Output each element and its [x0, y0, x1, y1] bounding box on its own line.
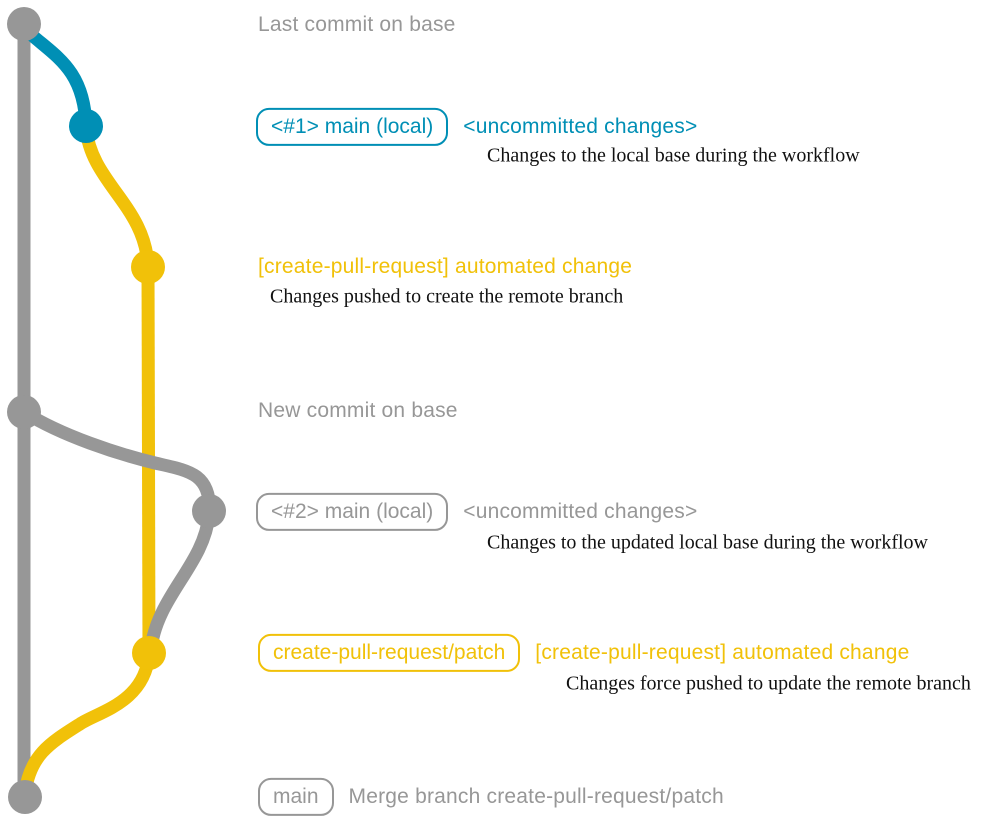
edge-local1-to-patch — [79, 121, 155, 274]
commit-message: Last commit on base — [258, 13, 456, 36]
commit-dot-patch1 — [131, 250, 165, 284]
commit-message: <uncommitted changes> — [463, 115, 698, 138]
edge-local2-to-patch — [144, 508, 216, 655]
commit-dot-local2 — [192, 494, 226, 528]
branch-badge-main-local-2: <#2> main (local) — [256, 492, 449, 532]
commit-dot-patch2 — [132, 636, 166, 670]
commit-dot-last-base — [7, 7, 41, 41]
commit-dot-local1 — [69, 109, 103, 143]
branch-badge-main-local-1: <#1> main (local) — [256, 107, 449, 147]
branch-badge-create-pull-request-patch: create-pull-request/patch — [258, 633, 521, 673]
annotation-patch1: Changes pushed to create the remote bran… — [270, 285, 624, 308]
branch-badge-main: main — [258, 777, 334, 817]
annotation-local1: Changes to the local base during the wor… — [487, 144, 860, 167]
commit-row-new-base: New commit on base — [258, 399, 458, 423]
commit-message: [create-pull-request] automated change — [535, 641, 910, 664]
commit-row-patch2: create-pull-request/patch [create-pull-r… — [258, 633, 910, 673]
commit-row-local1: <#1> main (local) <uncommitted changes> — [256, 107, 698, 147]
edge-base-to-local1 — [17, 21, 93, 133]
commit-dot-merge — [8, 780, 42, 814]
annotation-local2: Changes to the updated local base during… — [487, 531, 928, 554]
commit-row-local2: <#2> main (local) <uncommitted changes> — [256, 492, 698, 532]
commit-row-last-base: Last commit on base — [258, 13, 456, 37]
commit-message: <uncommitted changes> — [463, 500, 698, 523]
annotation-patch2: Changes force pushed to update the remot… — [566, 672, 971, 695]
commit-dot-new-base — [7, 395, 41, 429]
commit-message: Merge branch create-pull-request/patch — [348, 785, 724, 808]
commit-message: [create-pull-request] automated change — [258, 255, 633, 278]
commit-row-merge: main Merge branch create-pull-request/pa… — [258, 777, 724, 817]
edge-patch-to-merge — [18, 648, 156, 800]
commit-message: New commit on base — [258, 399, 458, 422]
edge-base-to-local2 — [17, 405, 217, 518]
commit-row-patch1: [create-pull-request] automated change — [258, 255, 632, 279]
